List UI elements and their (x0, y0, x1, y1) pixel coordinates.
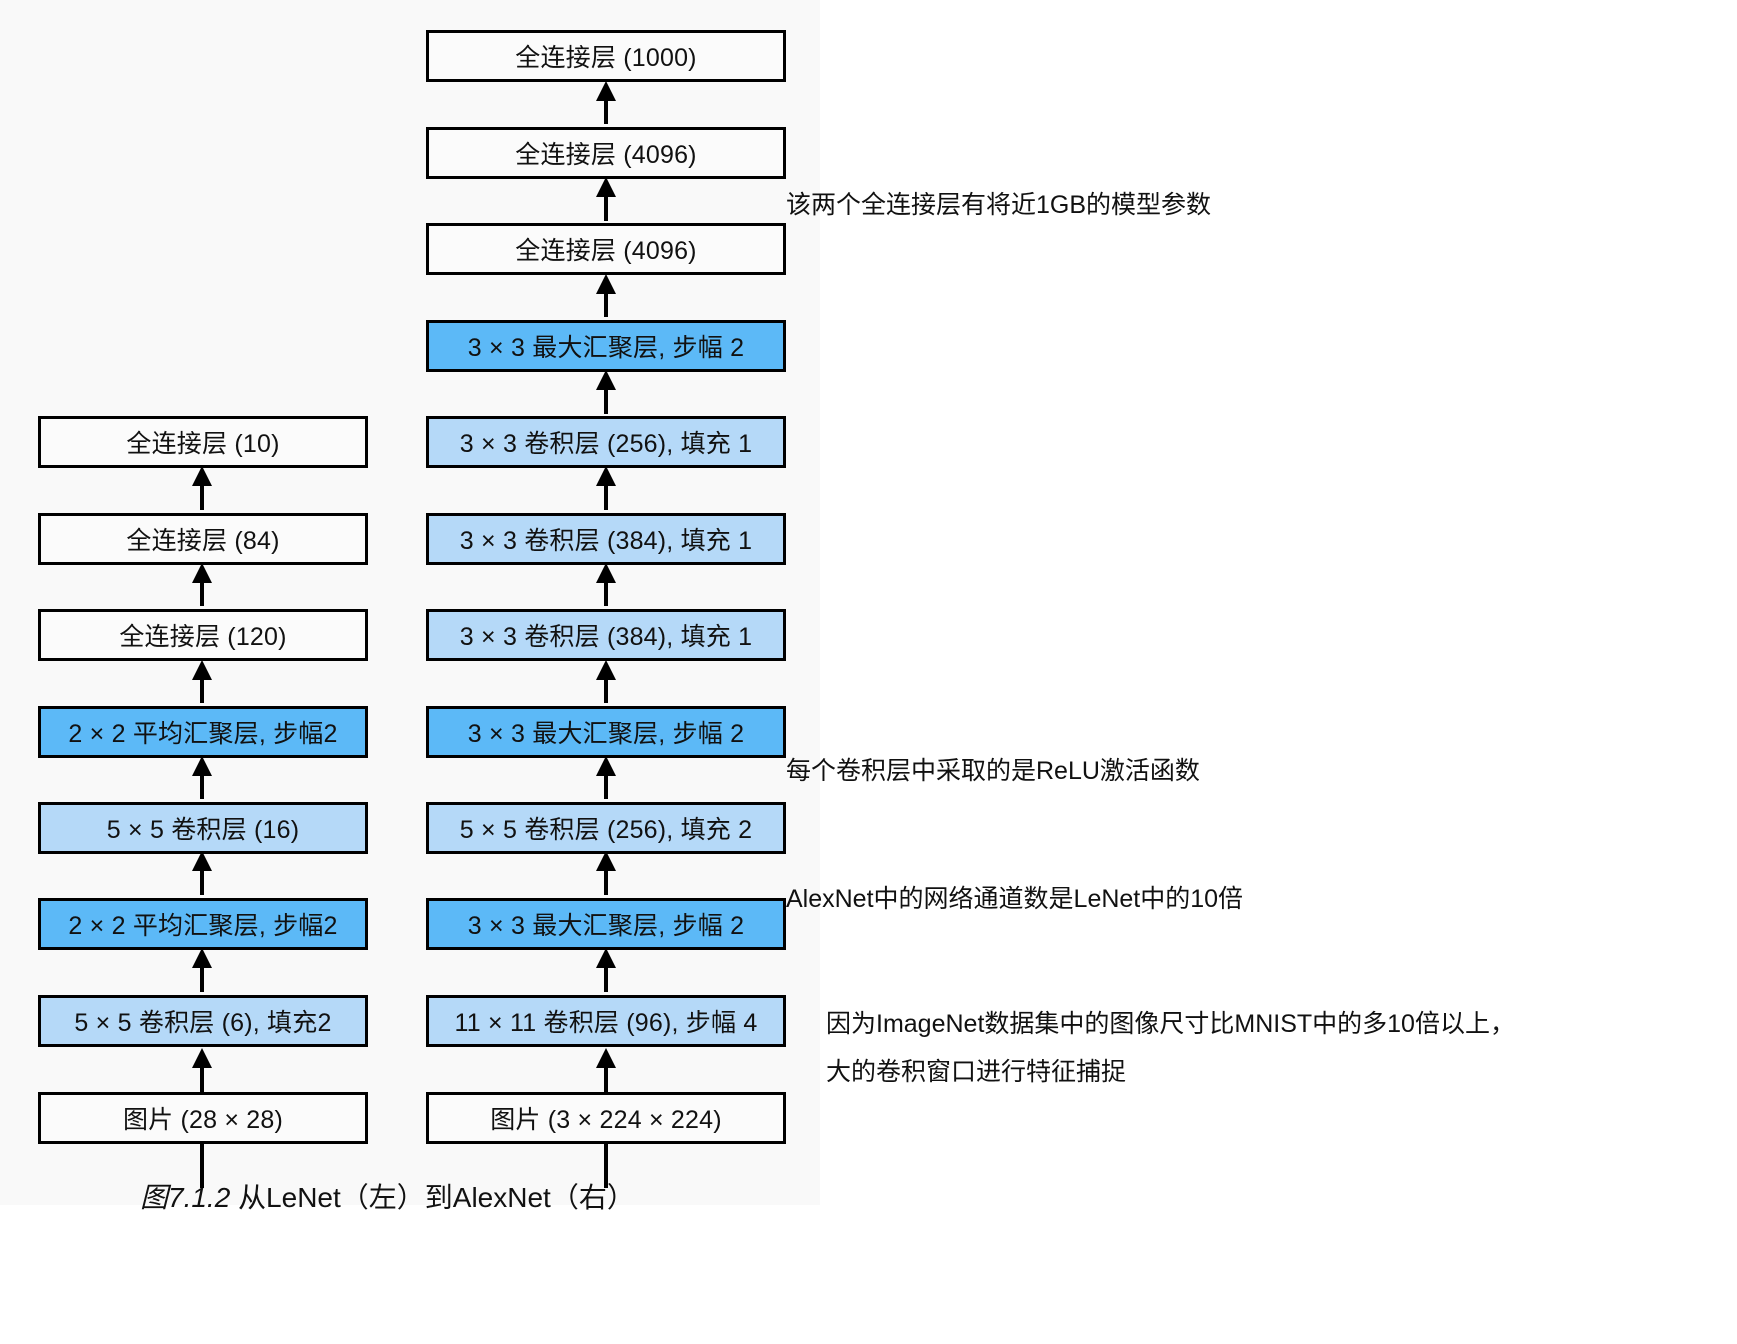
alexnet-layer-fc4096-a[interactable]: 全连接层 (4096) (426, 223, 786, 275)
annotation-relu: 每个卷积层中采取的是ReLU激活函数 (786, 757, 1200, 785)
alexnet-layer-fc4096-b[interactable]: 全连接层 (4096) (426, 127, 786, 179)
alexnet-layer-pool2[interactable]: 3 × 3 最大汇聚层, 步幅 2 (426, 706, 786, 758)
alexnet-layer-image[interactable]: 图片 (3 × 224 × 224) (426, 1092, 786, 1144)
alexnet-layer-conv4[interactable]: 3 × 3 卷积层 (384), 填充 1 (426, 513, 786, 565)
flow-arrows (192, 81, 616, 1188)
lenet-layer-pool2[interactable]: 2 × 2 平均汇聚层, 步幅2 (38, 706, 368, 758)
annotation-fc-params: 该两个全连接层有将近1GB的模型参数 (786, 191, 1212, 219)
lenet-layer-fc120[interactable]: 全连接层 (120) (38, 609, 368, 661)
alexnet-layer-pool1[interactable]: 3 × 3 最大汇聚层, 步幅 2 (426, 898, 786, 950)
alexnet-layer-conv1[interactable]: 11 × 11 卷积层 (96), 步幅 4 (426, 995, 786, 1047)
lenet-layer-conv2[interactable]: 5 × 5 卷积层 (16) (38, 802, 368, 854)
lenet-layer-fc10[interactable]: 全连接层 (10) (38, 416, 368, 468)
annotation-imagenet-line1: 因为ImageNet数据集中的图像尺寸比MNIST中的多10倍以上， (826, 1010, 1515, 1038)
alexnet-layer-pool3[interactable]: 3 × 3 最大汇聚层, 步幅 2 (426, 320, 786, 372)
figure-caption-number: 图7.1.2 (140, 1182, 231, 1213)
lenet-layer-fc84[interactable]: 全连接层 (84) (38, 513, 368, 565)
figure-caption: 图7.1.2 从LeNet（左）到AlexNet（右） (140, 1176, 635, 1216)
alexnet-layer-conv5[interactable]: 3 × 3 卷积层 (256), 填充 1 (426, 416, 786, 468)
annotation-imagenet-line2: 大的卷积窗口进行特征捕捉 (826, 1058, 1127, 1086)
annotation-channels: AlexNet中的网络通道数是LeNet中的10倍 (786, 885, 1244, 913)
alexnet-layer-conv2[interactable]: 5 × 5 卷积层 (256), 填充 2 (426, 802, 786, 854)
alexnet-layer-fc1000[interactable]: 全连接层 (1000) (426, 30, 786, 82)
figure-caption-text: 从LeNet（左）到AlexNet（右） (230, 1182, 635, 1213)
alexnet-layer-conv3[interactable]: 3 × 3 卷积层 (384), 填充 1 (426, 609, 786, 661)
lenet-layer-image[interactable]: 图片 (28 × 28) (38, 1092, 368, 1144)
lenet-layer-pool1[interactable]: 2 × 2 平均汇聚层, 步幅2 (38, 898, 368, 950)
lenet-layer-conv1[interactable]: 5 × 5 卷积层 (6), 填充2 (38, 995, 368, 1047)
